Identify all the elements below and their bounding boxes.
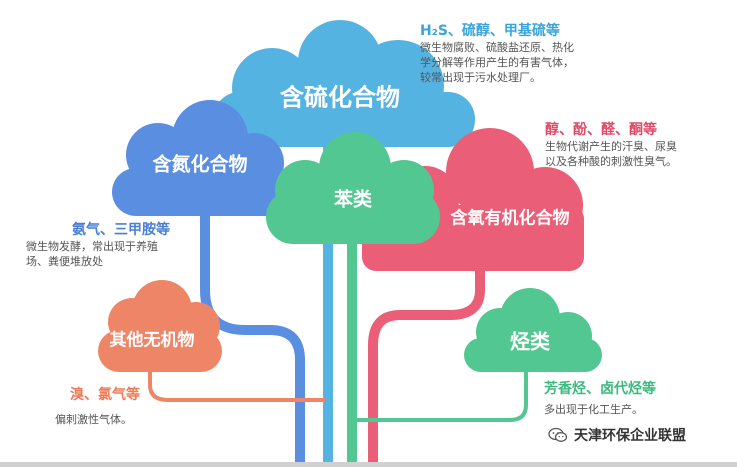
hydrocarbon-branch-line: [352, 365, 528, 422]
watermark-text: 天津环保企业联盟: [574, 428, 686, 444]
nitrogen-cloud-label: 含氮化合物: [152, 153, 248, 176]
bottom-divider: [0, 462, 737, 467]
nitrogen-annotation-desc-1: 微生物发酵，常出现于养殖: [26, 240, 158, 253]
sulfur-annotation: H₂S、硫醇、甲基硫等 微生物腐败、硫酸盐还原、热化 学分解等作用产生的有害气体…: [420, 22, 574, 85]
hydrocarbon-cloud-label: 烃类: [510, 329, 550, 354]
watermark: 天津环保企业联盟: [548, 425, 686, 445]
hydrocarbon-annotation-desc-1: 多出现于化工生产。: [544, 403, 643, 416]
nitrogen-annotation-head: 氨气、三甲胺等: [72, 222, 170, 238]
sulfur-cloud-label: 含硫化合物: [280, 83, 400, 112]
nitrogen-annotation: 氨气、三甲胺等: [72, 221, 170, 239]
other-inorganic-cloud-label: 其他无机物: [109, 330, 195, 351]
benzene-cloud-label: 苯类: [333, 188, 373, 211]
oxygen-annotation: 醇、酚、醛、酮等 生物代谢产生的汗臭、尿臭 以及各种酸的刺激性臭气。: [545, 121, 677, 169]
sulfur-cloud: [213, 20, 475, 147]
oxygen-annotation-head: 醇、酚、醛、酮等: [545, 122, 657, 138]
nitrogen-annotation-desc: 微生物发酵，常出现于养殖 场、粪便堆放处: [26, 239, 158, 269]
hydrocarbon-annotation-head: 芳香烃、卤代烃等: [544, 381, 656, 397]
wechat-icon: [548, 427, 568, 442]
other-inorganic-branch-line: [148, 350, 325, 402]
oxygen-annotation-desc-2: 以及各种酸的刺激性臭气。: [545, 155, 677, 168]
oxygen-annotation-desc-1: 生物代谢产生的汗臭、尿臭: [545, 140, 677, 153]
other-inorganic-annotation-head: 溴、氯气等: [70, 387, 140, 403]
oxygen-branch-line: [368, 240, 485, 467]
other-inorganic-annotation-desc-1: 偏刺激性气体。: [55, 413, 132, 426]
sulfur-annotation-desc-2: 学分解等作用产生的有害气体，: [420, 56, 574, 69]
other-inorganic-annotation: 溴、氯气等: [70, 386, 140, 404]
sulfur-annotation-desc-3: 较常出现于污水处理厂。: [420, 71, 541, 84]
other-inorganic-cloud: [98, 280, 222, 372]
hydrocarbon-annotation: 芳香烃、卤代烃等 多出现于化工生产。: [544, 380, 656, 417]
nitrogen-annotation-desc-2: 场、粪便堆放处: [26, 255, 103, 268]
other-inorganic-annotation-desc: 偏刺激性气体。: [55, 412, 132, 427]
sulfur-annotation-head: H₂S、硫醇、甲基硫等: [420, 23, 560, 39]
hydrocarbon-cloud: [464, 288, 602, 372]
sulfur-annotation-desc-1: 微生物腐败、硫酸盐还原、热化: [420, 41, 574, 54]
oxygen-cloud-label: 含氧有机化合物: [450, 208, 570, 229]
benzene-cloud: [266, 132, 440, 244]
nitrogen-cloud: [112, 100, 290, 216]
nitrogen-branch-line: [200, 205, 305, 467]
